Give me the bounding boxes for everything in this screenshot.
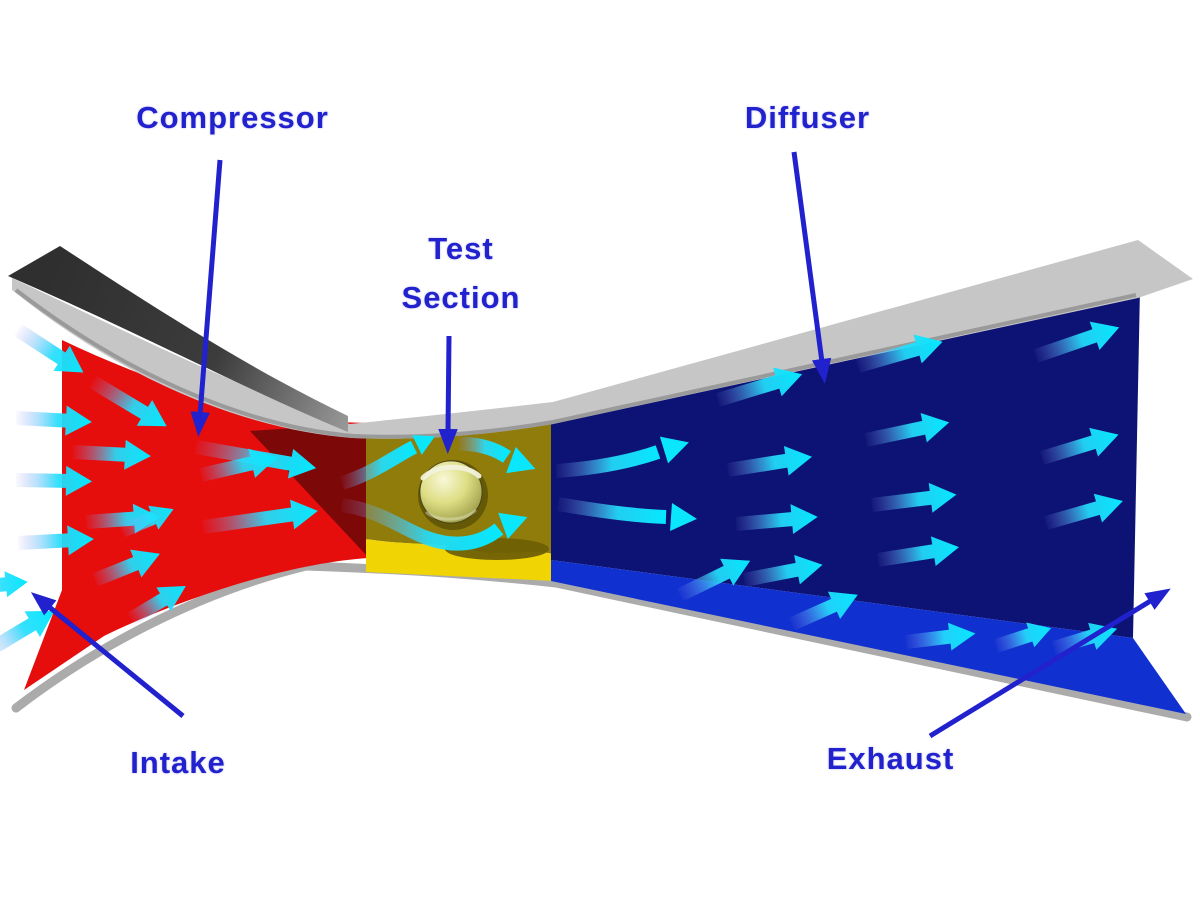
flow-stream (340, 498, 504, 551)
flow-arrow (89, 375, 167, 427)
flow-arrow (726, 445, 812, 477)
compressor-label: Compressor (136, 100, 329, 135)
intake-label: Intake (130, 745, 226, 780)
flow-arrow (856, 334, 943, 373)
flow-arrow (127, 586, 186, 626)
exhaust-label: Exhaust (826, 741, 955, 776)
top-wall-band (12, 240, 1193, 439)
flow-arrows (0, 321, 1123, 659)
flow-arrow (0, 610, 55, 659)
flow-arrow (715, 367, 803, 407)
top-wall-band-edge (14, 288, 1137, 439)
flow-arrow (14, 324, 84, 373)
ball-seam-lower (425, 509, 477, 521)
test-section-label: Test Section (340, 231, 582, 316)
flow-arrow (119, 505, 174, 538)
test-section-floor (366, 539, 554, 581)
flow-arrow (742, 554, 823, 587)
flow-arrow (15, 405, 92, 436)
flow-arrow (17, 525, 94, 556)
diffuser-wall (551, 288, 1140, 638)
flow-arrowhead (506, 446, 536, 474)
flow-arrow (1039, 427, 1119, 465)
flow-arrowhead (670, 503, 697, 531)
flow-stream (457, 436, 512, 463)
flow-arrow (199, 448, 278, 482)
test-ball (419, 460, 483, 524)
flow-arrow (905, 622, 976, 651)
test-section-label-line2: Section (401, 280, 521, 315)
flow-arrow (864, 413, 950, 447)
top-wall-outer-panel (8, 246, 348, 432)
flow-arrow (676, 558, 751, 602)
test-section-label-line1: Test (428, 231, 494, 266)
flow-stream (556, 497, 667, 524)
flow-arrow (92, 549, 160, 587)
diffuser-pointer-arrow (791, 151, 832, 384)
flow-stream (555, 445, 661, 478)
diffuser-label: Diffuser (744, 100, 871, 135)
flow-arrowhead (659, 436, 689, 464)
flow-arrow (15, 465, 92, 496)
pointer-arrows (30, 151, 1171, 739)
compressor-wall (24, 340, 368, 690)
compressor-pointer-arrow (190, 159, 223, 437)
intake-pointer-arrow (30, 592, 185, 718)
flow-arrow (0, 571, 28, 598)
test-section-pointer-arrow (438, 335, 458, 454)
flow-arrow (993, 622, 1052, 653)
flow-stream (339, 440, 418, 490)
flow-arrow (72, 439, 151, 470)
flow-arrow (202, 499, 318, 534)
flow-arrowhead (412, 435, 435, 455)
flow-arrow (735, 504, 818, 535)
flow-arrowhead (498, 512, 528, 540)
exhaust-pointer-arrow (928, 588, 1171, 739)
flow-arrow (789, 591, 858, 631)
flow-arrow (1033, 321, 1120, 363)
flow-arrow (876, 536, 959, 567)
flow-arrow (1044, 493, 1123, 530)
ball-seam (420, 464, 482, 481)
flow-arrow (871, 482, 957, 513)
